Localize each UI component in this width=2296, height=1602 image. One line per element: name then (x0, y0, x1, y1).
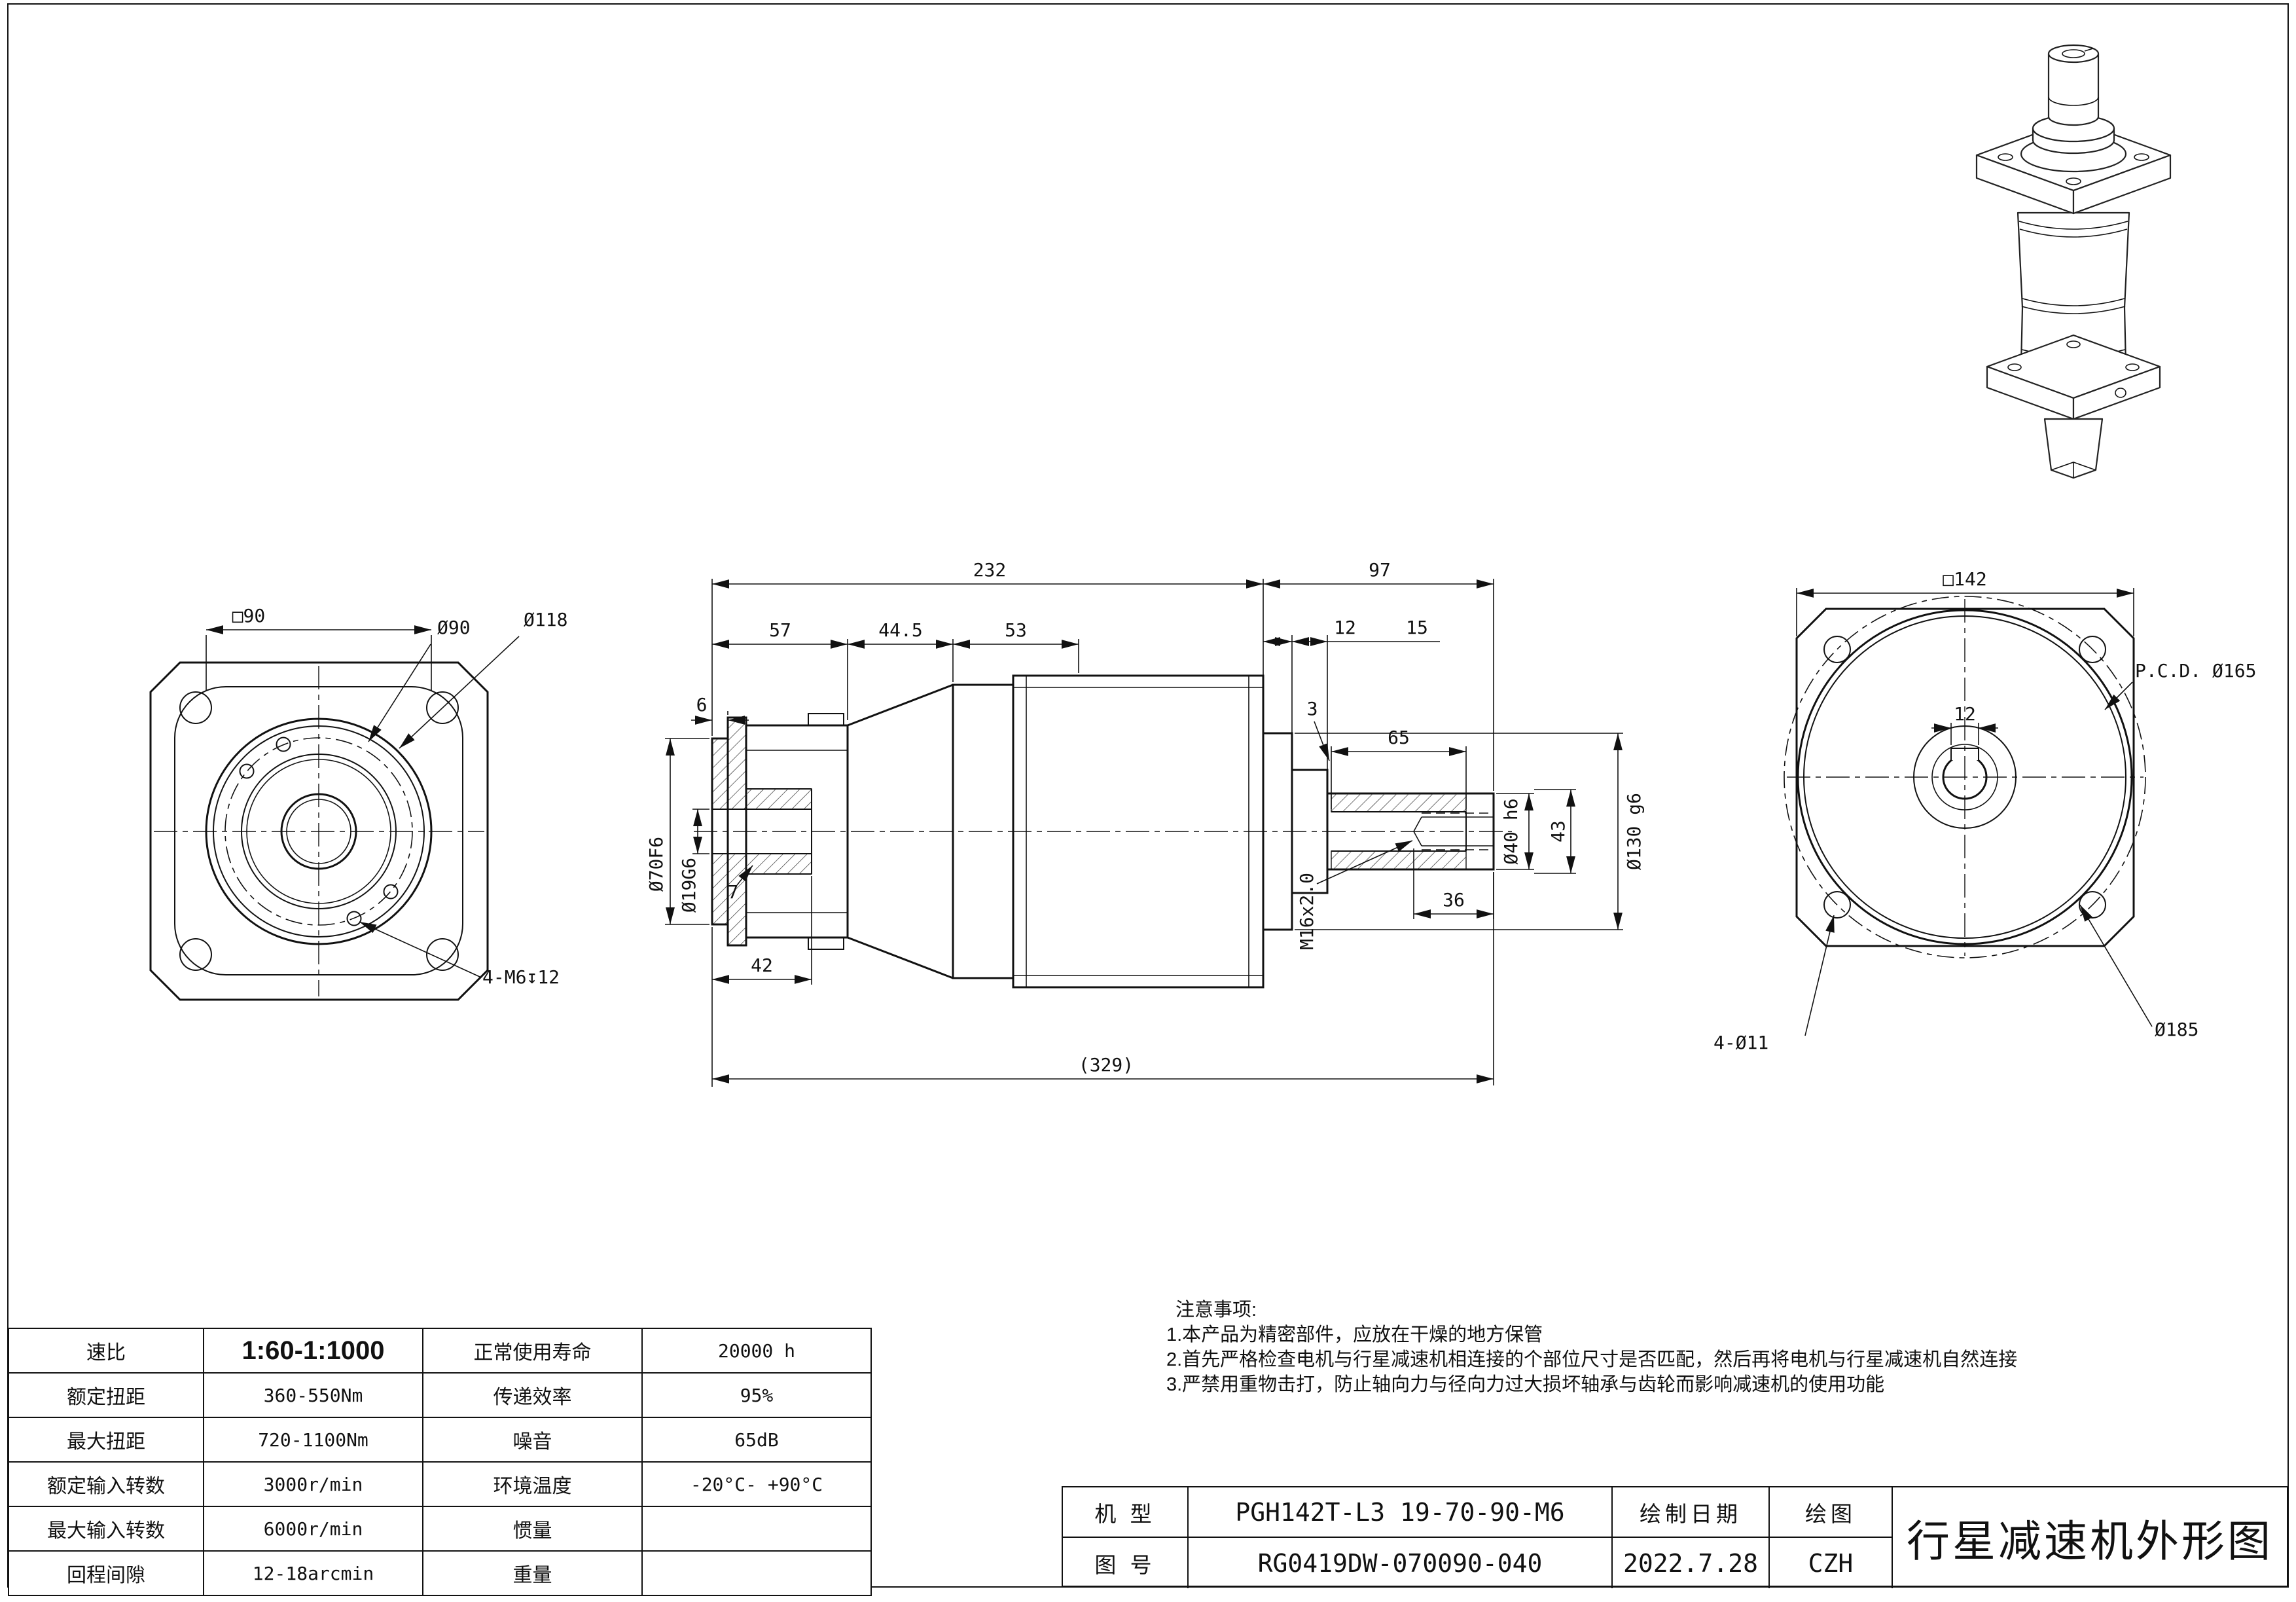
dim-side-d70: Ø70F6 (645, 837, 667, 892)
dim-side-12: 12 (1334, 617, 1356, 638)
dim-side-m16: M16x2.0 (1296, 873, 1318, 950)
dim-front-d90: Ø90 (437, 617, 471, 638)
dim-side-97: 97 (1369, 559, 1391, 581)
side-view: 232 97 57 44.5 53 12 15 6 3 65 (645, 559, 1645, 1087)
spec-row: 速比 1:60-1:1000 正常使用寿命 20000 h (8, 1328, 872, 1374)
dim-side-42: 42 (751, 955, 773, 976)
spec-label: 额定扭距 (8, 1372, 204, 1418)
drawing-title: 行星减速机外形图 (1907, 1518, 2273, 1566)
spec-label: 最大输入转数 (8, 1506, 204, 1552)
drawing-no-label: 图 号 (1063, 1538, 1189, 1588)
spec-label: 额定输入转数 (8, 1461, 204, 1507)
spec-label: 回程间隙 (8, 1550, 204, 1596)
dim-side-43: 43 (1547, 820, 1569, 843)
dim-side-6: 6 (696, 694, 708, 716)
spec-label: 环境温度 (422, 1461, 643, 1507)
dim-side-d40: Ø40 h6 (1500, 798, 1522, 864)
title-block: 机 型 PGH142T-L3 19-70-90-M6 绘制日期 绘图 行星减速机… (1062, 1486, 2288, 1588)
spec-label: 速比 (8, 1328, 204, 1374)
spec-label: 惯量 (422, 1506, 643, 1552)
dim-side-36: 36 (1443, 889, 1465, 911)
drawing-no-value: RG0419DW-070090-040 (1189, 1538, 1613, 1588)
dim-rear-d185: Ø185 (2155, 1019, 2198, 1040)
spec-value: 12-18arcmin (203, 1550, 423, 1596)
spec-value: 3000r/min (203, 1461, 423, 1507)
rear-view: □142 12 P.C.D. Ø165 4-Ø11 Ø185 (1713, 568, 2256, 1053)
spec-value: 360-550Nm (203, 1372, 423, 1418)
isometric-view (1975, 44, 2172, 479)
spec-row: 额定扭距 360-550Nm 传递效率 95% (8, 1372, 872, 1418)
dim-rear-pcd: P.C.D. Ø165 (2135, 660, 2256, 682)
note-item: 2.首先严格检查电机与行星减速机相连接的个部位尺寸是否匹配，然后再将电机与行星减… (1166, 1349, 2018, 1370)
date-value: 2022.7.28 (1613, 1538, 1770, 1588)
dim-side-232: 232 (973, 559, 1007, 581)
spec-value (641, 1550, 872, 1596)
note-item: 1.本产品为精密部件，应放在干燥的地方保管 (1166, 1324, 1543, 1345)
dim-side-53: 53 (1005, 619, 1027, 641)
dim-front-m6: 4-M6↧12 (482, 966, 560, 988)
spec-value (641, 1506, 872, 1552)
spec-value: 1:60-1:1000 (203, 1328, 423, 1374)
spec-label: 传递效率 (422, 1372, 643, 1418)
spec-row: 最大输入转数 6000r/min 惯量 (8, 1506, 872, 1552)
dim-side-d19: Ø19G6 (678, 858, 700, 913)
spec-label: 重量 (422, 1550, 643, 1596)
dim-side-57: 57 (769, 619, 791, 641)
model-label: 机 型 (1063, 1487, 1189, 1538)
notes-heading: 注意事项: (1175, 1300, 1257, 1320)
drafter-label: 绘图 (1770, 1487, 1893, 1538)
dim-side-329: (329) (1079, 1054, 1134, 1076)
spec-value: 720-1100Nm (203, 1417, 423, 1463)
dim-side-7: 7 (728, 881, 739, 903)
spec-row: 回程间隙 12-18arcmin 重量 (8, 1550, 872, 1596)
spec-value: 65dB (641, 1417, 872, 1463)
dim-rear-12: 12 (1954, 703, 1976, 725)
dim-rear-4d11: 4-Ø11 (1713, 1032, 1768, 1053)
front-view: □90 Ø90 Ø118 4-M6↧12 (149, 605, 567, 1001)
drafter-value: CZH (1770, 1538, 1893, 1588)
spec-value: 20000 h (641, 1328, 872, 1374)
spec-row: 最大扭距 720-1100Nm 噪音 65dB (8, 1417, 872, 1463)
spec-row: 额定输入转数 3000r/min 环境温度 -20°C- +90°C (8, 1461, 872, 1507)
sheet-border (7, 3, 2289, 1588)
spec-value: 6000r/min (203, 1506, 423, 1552)
spec-label: 正常使用寿命 (422, 1328, 643, 1374)
spec-table: 速比 1:60-1:1000 正常使用寿命 20000 h 额定扭距 360-5… (8, 1328, 872, 1596)
dim-side-d130: Ø130 g6 (1623, 793, 1645, 870)
notes-block: 注意事项: 1.本产品为精密部件，应放在干燥的地方保管 2.首先严格检查电机与行… (1166, 1298, 2286, 1397)
note-item: 3.严禁用重物击打，防止轴向力与径向力过大损坏轴承与齿轮而影响减速机的使用功能 (1166, 1374, 1885, 1395)
spec-label: 最大扭距 (8, 1417, 204, 1463)
dim-front-d118: Ø118 (524, 609, 567, 630)
model-value: PGH142T-L3 19-70-90-M6 (1189, 1487, 1613, 1538)
dim-side-3: 3 (1307, 698, 1318, 719)
dim-side-65: 65 (1388, 727, 1410, 748)
dim-side-445: 44.5 (878, 619, 922, 641)
spec-value: -20°C- +90°C (641, 1461, 872, 1507)
dim-side-15: 15 (1406, 617, 1428, 638)
dim-rear-square: □142 (1943, 568, 1986, 590)
spec-value: 95% (641, 1372, 872, 1418)
spec-label: 噪音 (422, 1417, 643, 1463)
date-label: 绘制日期 (1613, 1487, 1770, 1538)
dim-front-square: □90 (232, 605, 266, 627)
